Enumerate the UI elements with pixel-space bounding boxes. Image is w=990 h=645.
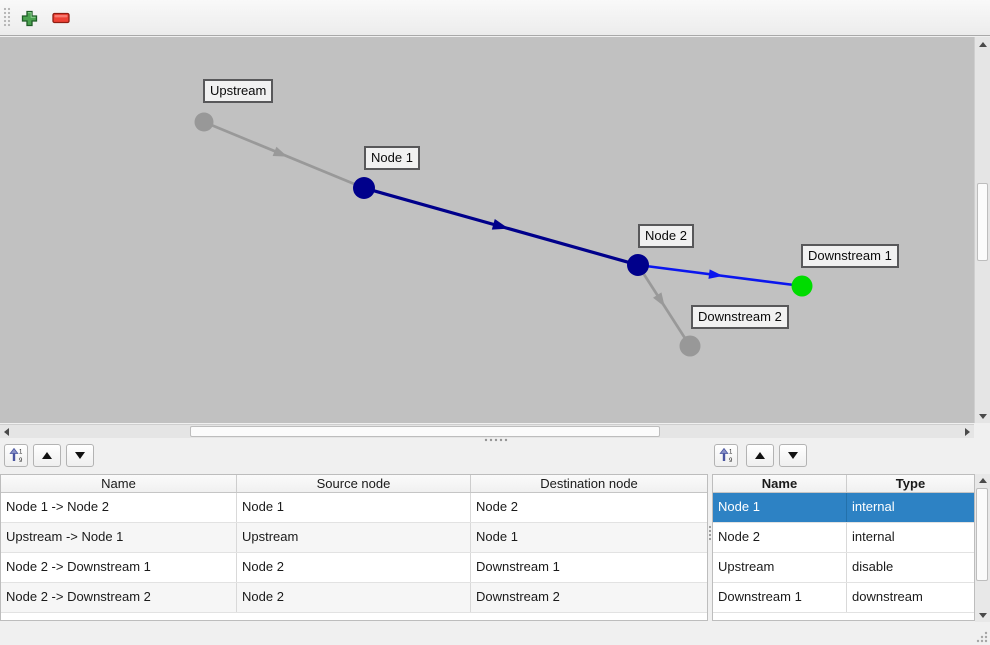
horizontal-splitter-handle[interactable] [483,437,509,443]
down-arrow-icon [978,613,987,618]
nodes-table: Name Type Node 1 internal Node 2 interna… [712,474,975,621]
cell-type[interactable]: downstream [852,589,923,604]
node-label-node2[interactable]: Node 2 [638,224,694,248]
edges-move-up-button[interactable] [33,444,61,467]
cell-source[interactable]: Node 1 [237,493,471,522]
node-label-downstream2[interactable]: Downstream 2 [691,305,789,329]
down-arrow-icon [978,413,987,419]
cell-source[interactable]: Node 2 [237,553,471,582]
edges-table: Name Source node Destination node Node 1… [0,474,708,621]
nodes-sort-button[interactable]: 1 9 [714,444,738,467]
nodes-table-header: Name Type [713,475,974,493]
down-triangle-icon [788,452,798,459]
cell-name[interactable]: Node 2 [713,523,847,552]
scroll-up-button[interactable] [975,474,990,487]
edge-table-row[interactable]: Node 2 -> Downstream 2 Node 2 Downstream… [1,583,707,613]
left-arrow-icon [4,427,9,436]
main-toolbar [0,0,990,36]
node-table-row[interactable]: Downstream 1 downstream [713,583,974,613]
window-resize-grip[interactable] [974,629,989,644]
node-node2[interactable] [627,254,649,276]
column-header-name[interactable]: Name [713,475,847,492]
edge-arrow-upstream-node1 [272,146,288,157]
cell-source[interactable]: Node 2 [237,583,471,612]
node-downstream1[interactable] [791,275,813,297]
cell-type[interactable]: disable [852,559,894,574]
vertical-splitter-handle[interactable] [707,524,713,542]
scroll-up-button[interactable] [975,37,990,51]
sort-ascending-icon: 1 9 [8,448,23,463]
plus-icon [21,10,37,26]
column-header-source-node[interactable]: Source node [237,475,471,492]
cell-type[interactable]: internal [852,529,895,544]
up-triangle-icon [42,452,52,459]
node-table-row-selected[interactable]: Node 1 internal [713,493,974,523]
svg-text:9: 9 [19,458,23,463]
node-label-upstream[interactable]: Upstream [203,79,274,103]
cell-name[interactable]: Node 1 -> Node 2 [1,493,237,522]
cell-name[interactable]: Node 1 [713,493,847,522]
nodes-table-scrollbar[interactable] [975,474,990,622]
cell-destination[interactable]: Downstream 1 [476,559,560,574]
svg-text:1: 1 [19,450,23,456]
graph-canvas[interactable]: Upstream Node 1 Node 2 Downstream 1 Down… [0,37,974,423]
node-table-row[interactable]: Upstream disable [713,553,974,583]
column-header-type[interactable]: Type [895,476,926,491]
node-label-node1[interactable]: Node 1 [364,146,420,170]
toolbar-grip-handle[interactable] [3,7,11,29]
remove-button[interactable] [51,9,71,27]
node-label-downstream1[interactable]: Downstream 1 [801,244,899,268]
minus-icon [52,12,70,24]
scroll-left-button[interactable] [0,425,13,438]
cell-type[interactable]: internal [852,499,895,514]
nodes-move-up-button[interactable] [746,444,774,467]
cell-source[interactable]: Upstream [237,523,471,552]
edge-table-row[interactable]: Node 2 -> Downstream 1 Node 2 Downstream… [1,553,707,583]
empty-table-space [1,613,707,620]
cell-name[interactable]: Upstream -> Node 1 [1,523,237,552]
node-table-row[interactable]: Node 2 internal [713,523,974,553]
edge-arrow-node2-downstream2 [653,292,665,307]
node-downstream2[interactable] [679,335,701,357]
cell-name[interactable]: Downstream 1 [713,583,847,612]
svg-text:1: 1 [729,450,733,456]
cell-name[interactable]: Node 2 -> Downstream 2 [1,583,237,612]
edge-arrow-node1-node2 [491,219,509,230]
up-arrow-icon [978,41,987,47]
scroll-down-button[interactable] [975,609,990,622]
cell-destination[interactable]: Node 1 [476,529,518,544]
canvas-vertical-scrollbar[interactable] [974,37,990,423]
edges-table-header: Name Source node Destination node [1,475,707,493]
cell-destination[interactable]: Downstream 2 [476,589,560,604]
edge-arrow-node2-downstream1 [708,269,723,279]
edges-sort-button[interactable]: 1 9 [4,444,28,467]
scroll-right-button[interactable] [961,425,974,438]
edge-table-row[interactable]: Upstream -> Node 1 Upstream Node 1 [1,523,707,553]
up-triangle-icon [755,452,765,459]
cell-destination[interactable]: Node 2 [476,499,518,514]
nodes-move-down-button[interactable] [779,444,807,467]
sort-ascending-icon: 1 9 [718,448,733,463]
table-scroll-thumb[interactable] [976,488,988,581]
node-upstream[interactable] [194,112,214,132]
cell-name[interactable]: Upstream [713,553,847,582]
cell-name[interactable]: Node 2 -> Downstream 1 [1,553,237,582]
canvas-horizontal-scrollbar[interactable] [0,424,974,438]
right-arrow-icon [965,427,970,436]
column-header-name[interactable]: Name [1,475,237,492]
column-header-destination-node[interactable]: Destination node [540,476,638,491]
edge-table-row[interactable]: Node 1 -> Node 2 Node 1 Node 2 [1,493,707,523]
add-button[interactable] [19,9,39,27]
scroll-down-button[interactable] [975,409,990,423]
horizontal-scroll-thumb[interactable] [190,426,660,437]
up-arrow-icon [978,478,987,483]
node-node1[interactable] [353,177,375,199]
empty-table-space [713,613,974,620]
down-triangle-icon [75,452,85,459]
svg-text:9: 9 [729,458,733,463]
vertical-scroll-thumb[interactable] [977,183,988,261]
edges-move-down-button[interactable] [66,444,94,467]
